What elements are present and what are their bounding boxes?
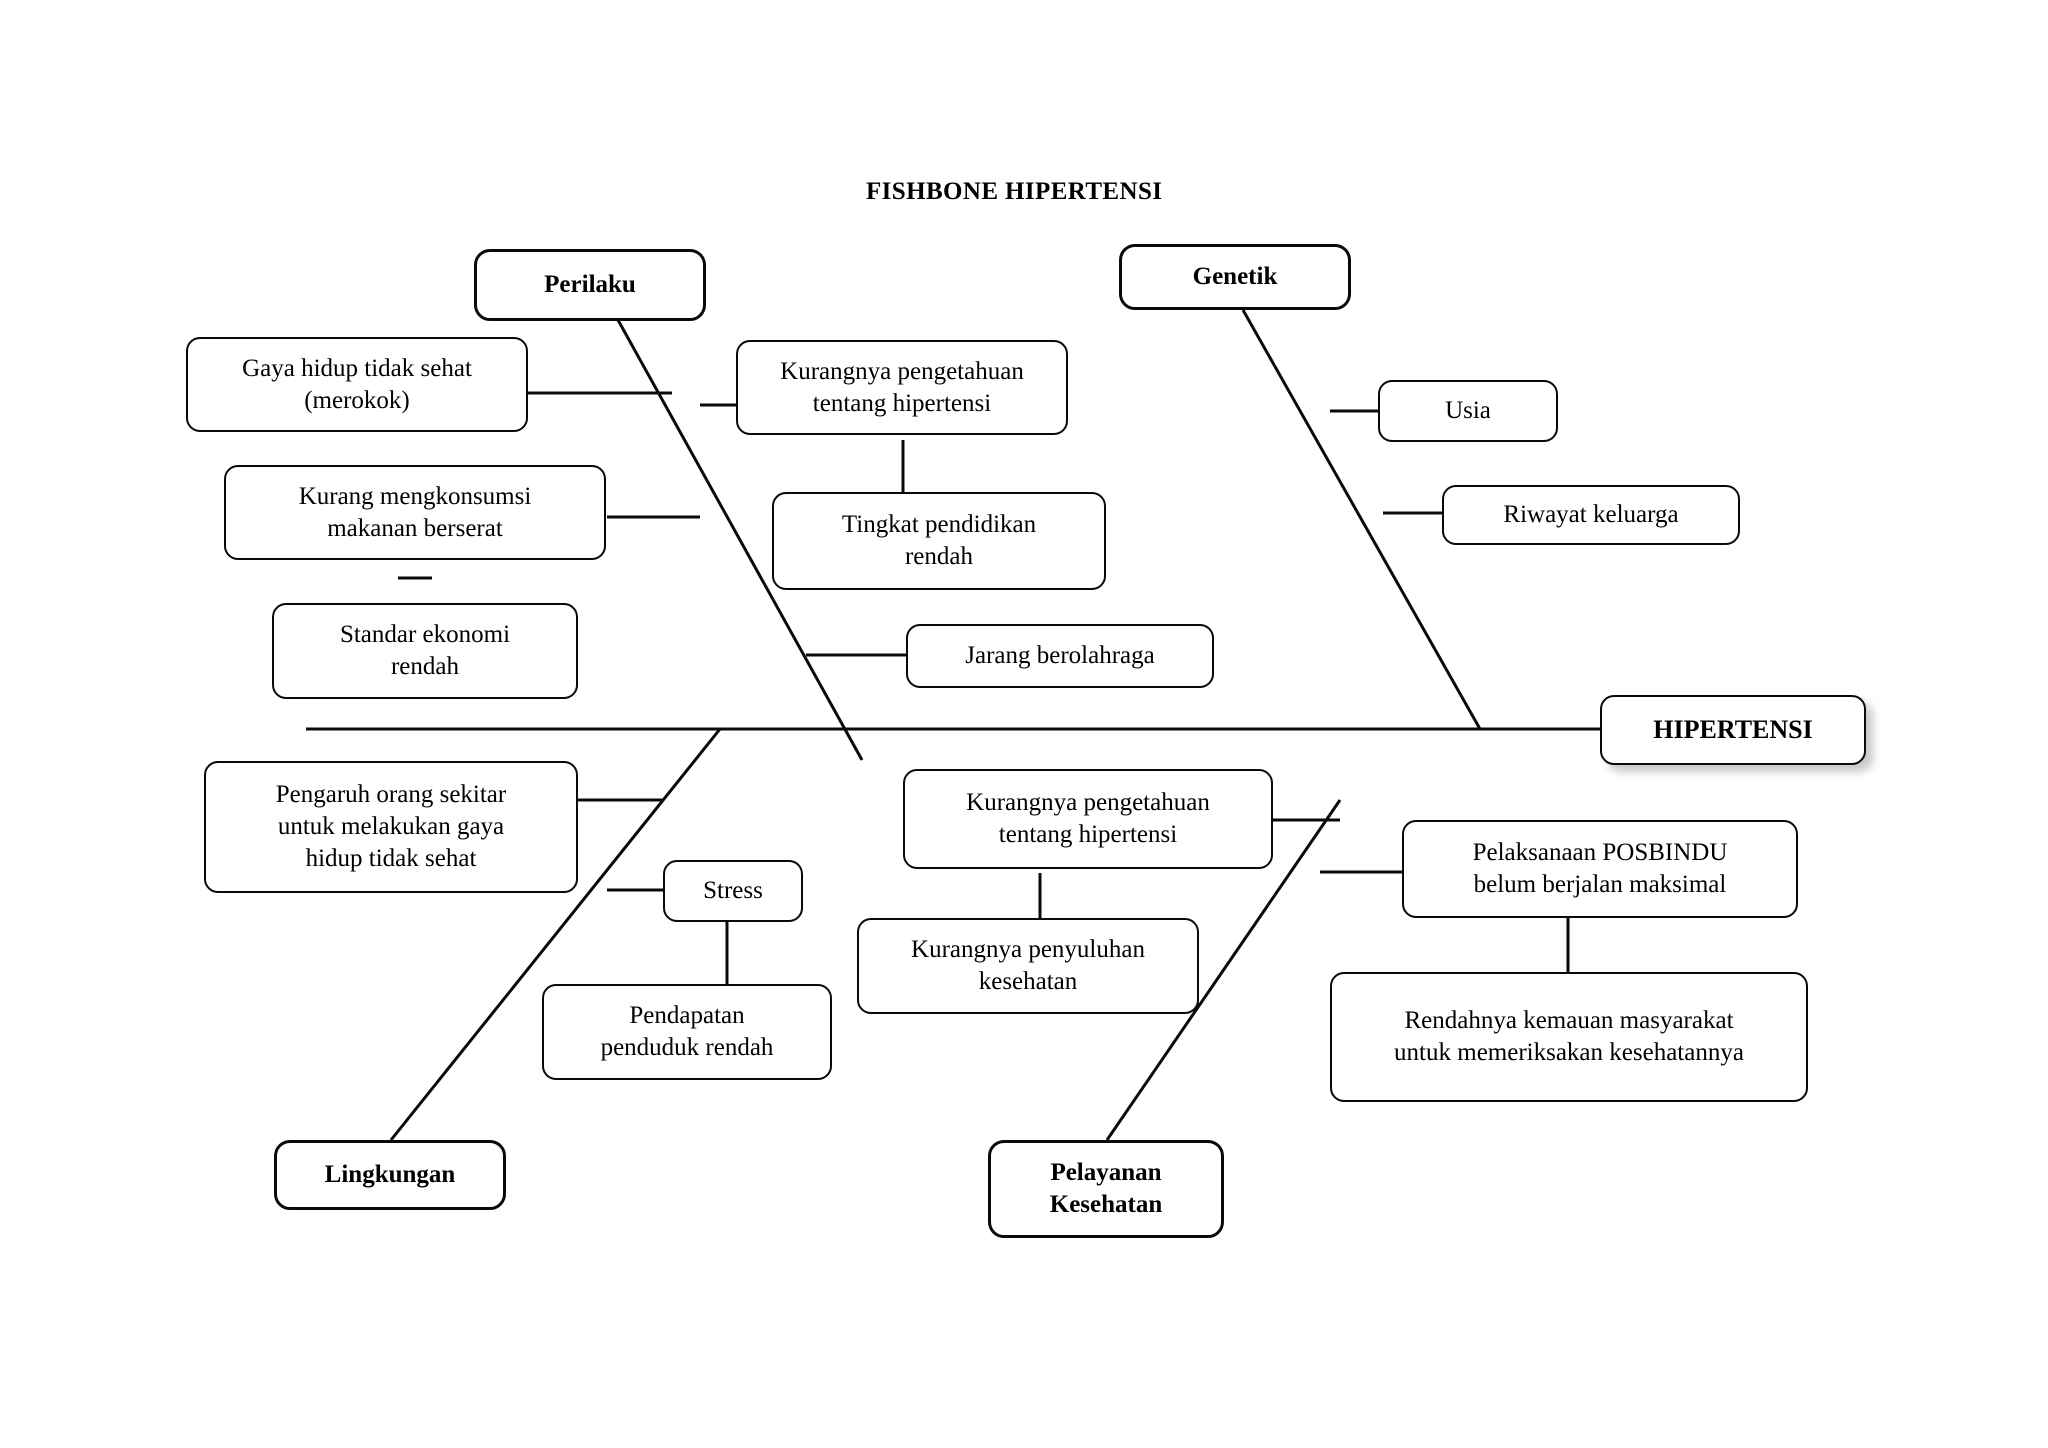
- category-label-pelayanan-line2: Kesehatan: [1049, 1191, 1163, 1218]
- cause-text-stress: Stress: [703, 877, 763, 904]
- cause-box-pelaksanaan-posbindu[interactable]: Pelaksanaan POSBINDU belum berjalan maks…: [1402, 820, 1798, 918]
- cause-box-gaya-hidup-tidak-sehat[interactable]: Gaya hidup tidak sehat (merokok): [186, 337, 528, 432]
- cause-box-kurang-mengkonsumsi-serat[interactable]: Kurang mengkonsumsi makanan berserat: [224, 465, 606, 560]
- cause-box-jarang-berolahraga[interactable]: Jarang berolahraga: [906, 624, 1214, 688]
- cause-text-pendapatan-line2: penduduk rendah: [600, 1034, 774, 1061]
- cause-box-riwayat-keluarga[interactable]: Riwayat keluarga: [1442, 485, 1740, 545]
- cause-text-gaya-hidup-line1: Gaya hidup tidak sehat: [242, 354, 472, 382]
- cause-box-rendahnya-kemauan-masyarakat[interactable]: Rendahnya kemauan masyarakat untuk memer…: [1330, 972, 1808, 1102]
- cause-text-posbindu-line2: belum berjalan maksimal: [1473, 871, 1727, 898]
- cause-box-tingkat-pendidikan-rendah[interactable]: Tingkat pendidikan rendah: [772, 492, 1106, 590]
- cause-text-pengetahuan-bawah-line2: tentang hipertensi: [998, 821, 1178, 848]
- cause-text-pengaruh-line2: untuk melakukan gaya: [277, 813, 505, 840]
- category-label-genetik: Genetik: [1192, 263, 1278, 290]
- cause-text-pengaruh-line1: Pengaruh orang sekitar: [275, 781, 507, 808]
- cause-text-olahraga: Jarang berolahraga: [965, 642, 1155, 669]
- category-box-perilaku[interactable]: Perilaku: [474, 249, 706, 321]
- effect-box-hipertensi[interactable]: HIPERTENSI: [1600, 695, 1866, 765]
- cause-text-pendidikan-line1: Tingkat pendidikan: [841, 511, 1037, 538]
- category-label-perilaku: Perilaku: [544, 271, 636, 298]
- cause-box-usia[interactable]: Usia: [1378, 380, 1558, 442]
- category-box-pelayanan-kesehatan[interactable]: Pelayanan Kesehatan: [988, 1140, 1224, 1238]
- cause-text-rendahnya-line2: untuk memeriksakan kesehatannya: [1394, 1039, 1744, 1066]
- cause-text-rendahnya-line1: Rendahnya kemauan masyarakat: [1404, 1007, 1734, 1034]
- cause-text-pengaruh-line3: hidup tidak sehat: [305, 845, 477, 872]
- cause-text-penyuluhan-line2: kesehatan: [978, 968, 1078, 995]
- effect-label: HIPERTENSI: [1653, 715, 1813, 745]
- cause-text-usia: Usia: [1445, 397, 1491, 424]
- cause-text-pendidikan-line2: rendah: [904, 543, 974, 570]
- cause-box-pengaruh-orang-sekitar[interactable]: Pengaruh orang sekitar untuk melakukan g…: [204, 761, 578, 893]
- cause-box-standar-ekonomi-rendah[interactable]: Standar ekonomi rendah: [272, 603, 578, 699]
- diagram-title: FISHBONE HIPERTENSI: [866, 178, 1163, 205]
- cause-box-kurangnya-penyuluhan-kesehatan[interactable]: Kurangnya penyuluhan kesehatan: [857, 918, 1199, 1014]
- cause-text-posbindu-line1: Pelaksanaan POSBINDU: [1472, 839, 1728, 866]
- cause-text-standar-ekonomi-line1: Standar ekonomi: [339, 621, 511, 648]
- cause-text-penyuluhan-line1: Kurangnya penyuluhan: [911, 936, 1145, 963]
- cause-text-kurang-serat-line2: makanan berserat: [327, 514, 503, 542]
- category-box-genetik[interactable]: Genetik: [1119, 244, 1351, 310]
- cause-text-pengetahuan-bawah-line1: Kurangnya pengetahuan: [966, 789, 1210, 816]
- cause-text-kurang-serat-line1: Kurang mengkonsumsi: [298, 482, 532, 510]
- cause-text-riwayat: Riwayat keluarga: [1503, 501, 1679, 528]
- cause-text-pengetahuan-atas-line2: tentang hipertensi: [812, 389, 992, 417]
- category-label-pelayanan-line1: Pelayanan: [1050, 1159, 1162, 1186]
- category-label-lingkungan: Lingkungan: [324, 1161, 456, 1188]
- cause-text-standar-ekonomi-line2: rendah: [390, 653, 460, 680]
- cause-text-pengetahuan-atas-line1: Kurangnya pengetahuan: [780, 357, 1024, 385]
- cause-box-stress[interactable]: Stress: [663, 860, 803, 922]
- cause-box-pengetahuan-hipertensi-bawah[interactable]: Kurangnya pengetahuan tentang hipertensi: [903, 769, 1273, 869]
- category-box-lingkungan[interactable]: Lingkungan: [274, 1140, 506, 1210]
- cause-box-pengetahuan-hipertensi-atas[interactable]: Kurangnya pengetahuan tentang hipertensi: [736, 340, 1068, 435]
- cause-text-gaya-hidup-line2: (merokok): [304, 386, 410, 414]
- cause-text-pendapatan-line1: Pendapatan: [629, 1002, 745, 1029]
- cause-box-pendapatan-penduduk-rendah[interactable]: Pendapatan penduduk rendah: [542, 984, 832, 1080]
